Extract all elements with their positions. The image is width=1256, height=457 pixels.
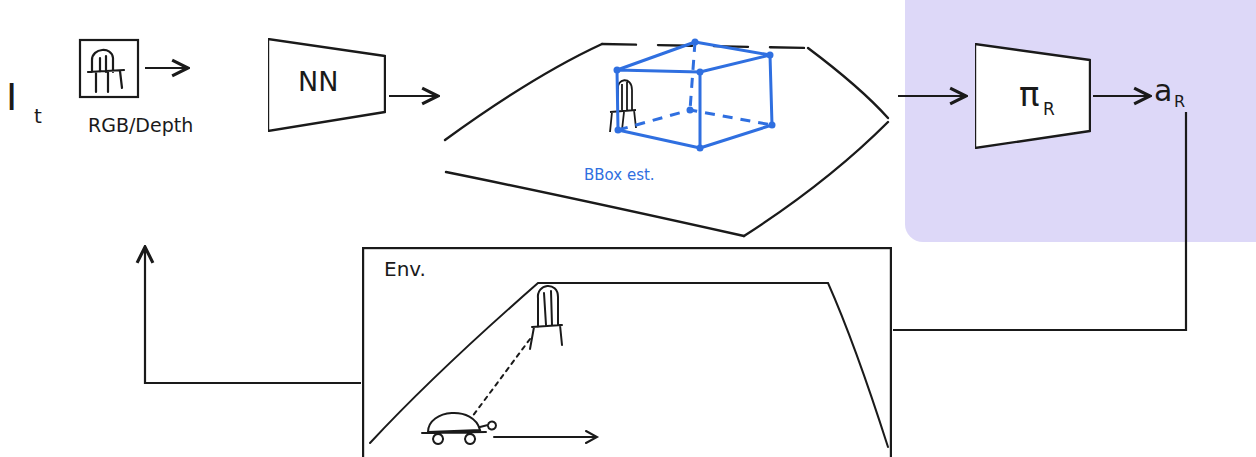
input-image [80, 40, 138, 97]
time-subscript: t [34, 106, 42, 126]
node-title: NN [298, 68, 338, 95]
environment-box: Env. [362, 247, 892, 457]
ground-plane [445, 44, 888, 236]
policy-block: πR [975, 43, 1091, 149]
action-subscript: R [1174, 94, 1185, 110]
node-title: π [1019, 77, 1039, 111]
bbox-estimate [614, 39, 776, 152]
node-title: Env. [384, 259, 426, 279]
network-block: NN [268, 38, 386, 132]
bbox-caption: BBox est. [584, 168, 655, 183]
node-subscript: R [1043, 101, 1055, 118]
input-caption: RGB/Depth [88, 116, 193, 135]
action-symbol: a [1154, 76, 1172, 106]
highlight-region [905, 0, 1256, 242]
chair-figure [610, 80, 636, 132]
input-symbol: I [6, 78, 17, 116]
node-outline [362, 247, 892, 457]
